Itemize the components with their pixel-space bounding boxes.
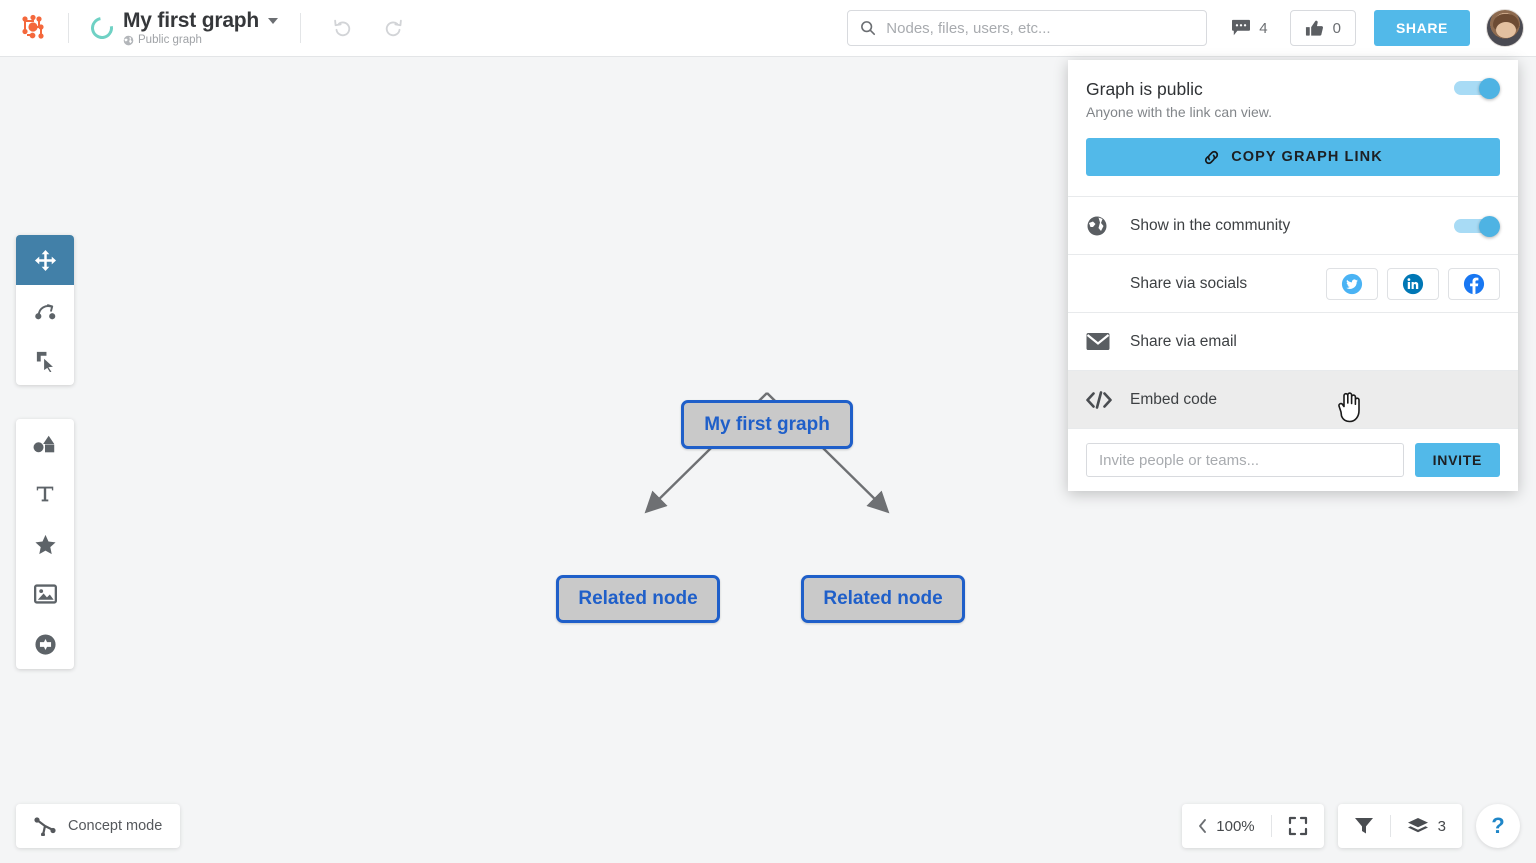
header-divider	[68, 13, 69, 43]
graph-title-block[interactable]: My first graph Public graph	[69, 9, 279, 46]
visibility-label: Public graph	[138, 34, 202, 46]
share-via-email-label: Share via email	[1130, 332, 1237, 350]
text-tool-button[interactable]	[16, 469, 74, 519]
comments-button[interactable]: 4	[1231, 19, 1268, 37]
image-icon	[33, 584, 57, 604]
share-public-section: Graph is public Anyone with the link can…	[1068, 60, 1518, 197]
copy-graph-link-button[interactable]: COPY GRAPH LINK	[1086, 138, 1500, 176]
redo-button[interactable]	[381, 15, 407, 41]
graph-node-left[interactable]: Related node	[556, 575, 720, 623]
node-label: Related node	[823, 588, 943, 609]
share-popup: Graph is public Anyone with the link can…	[1068, 60, 1518, 491]
layers-icon	[1407, 818, 1428, 833]
select-cursor-icon	[36, 351, 55, 372]
invite-row: INVITE	[1068, 429, 1518, 491]
graph-node-right[interactable]: Related node	[801, 575, 965, 623]
fit-to-screen-button[interactable]	[1272, 804, 1324, 848]
shapes-icon	[33, 435, 55, 453]
comment-icon	[1232, 19, 1251, 36]
image-tool-button[interactable]	[16, 569, 74, 619]
plus-circle-icon	[34, 633, 56, 655]
share-via-socials-label: Share via socials	[1130, 274, 1248, 292]
concept-node-icon	[34, 817, 56, 836]
show-in-community-row[interactable]: Show in the community	[1068, 197, 1518, 255]
undo-icon	[334, 19, 351, 37]
filter-funnel-icon	[1354, 818, 1373, 834]
shapes-tool-button[interactable]	[16, 419, 74, 469]
share-popup-subtitle: Anyone with the link can view.	[1086, 104, 1272, 120]
star-tool-button[interactable]	[16, 519, 74, 569]
embed-code-label: Embed code	[1130, 390, 1218, 408]
edge-connect-icon	[34, 303, 55, 319]
copy-graph-link-label: COPY GRAPH LINK	[1231, 149, 1383, 165]
header-divider-2	[300, 13, 302, 43]
thumbs-up-icon	[1305, 20, 1323, 36]
bottom-right-controls: 100% 3 ?	[1182, 804, 1520, 848]
top-header: My first graph Public graph	[0, 0, 1536, 57]
globe-icon	[1086, 215, 1120, 237]
chevron-down-icon[interactable]	[268, 18, 279, 24]
linkedin-share-button[interactable]	[1387, 267, 1439, 300]
share-via-socials-row: Share via socials	[1068, 255, 1518, 313]
concept-mode-button[interactable]: Concept mode	[16, 804, 181, 848]
search-box[interactable]	[847, 10, 1208, 46]
comments-count: 4	[1259, 19, 1268, 37]
avatar[interactable]	[1486, 9, 1524, 47]
linkedin-icon	[1402, 273, 1424, 294]
concept-mode-label: Concept mode	[68, 818, 163, 834]
filter-button[interactable]	[1338, 804, 1390, 848]
toolbar-elements	[16, 419, 74, 669]
graph-nodes-logo-icon	[22, 14, 44, 39]
twitter-share-button[interactable]	[1326, 267, 1378, 300]
share-via-email-row[interactable]: Share via email	[1068, 313, 1518, 371]
add-tool-button[interactable]	[16, 619, 74, 669]
star-icon	[34, 534, 56, 554]
public-toggle[interactable]	[1454, 78, 1500, 99]
page-title: My first graph	[123, 9, 260, 32]
app-logo[interactable]	[0, 14, 68, 42]
layers-button[interactable]: 3	[1391, 804, 1462, 848]
code-brackets-icon	[1086, 390, 1120, 409]
move-tool-button[interactable]	[16, 235, 74, 285]
select-tool-button[interactable]	[16, 335, 74, 385]
fit-screen-icon	[1288, 816, 1307, 836]
invite-button[interactable]: INVITE	[1414, 443, 1500, 477]
globe-icon	[123, 35, 134, 45]
redo-icon	[385, 19, 402, 37]
link-chain-icon	[1205, 150, 1219, 164]
twitter-icon	[1341, 273, 1363, 294]
share-popup-title: Graph is public	[1086, 79, 1203, 99]
zoom-level: 100%	[1216, 817, 1255, 835]
layers-count: 3	[1437, 817, 1446, 835]
embed-code-row[interactable]: Embed code	[1068, 371, 1518, 429]
show-in-community-label: Show in the community	[1130, 216, 1291, 234]
invite-input[interactable]	[1086, 443, 1404, 477]
loading-ring-icon	[86, 12, 118, 44]
facebook-share-button[interactable]	[1448, 267, 1500, 300]
node-label: Related node	[578, 588, 698, 609]
chevron-left-icon	[1199, 819, 1207, 833]
search-input[interactable]	[886, 19, 1195, 37]
view-controls: 3	[1337, 804, 1462, 848]
likes-button[interactable]: 0	[1289, 10, 1356, 46]
likes-count: 0	[1332, 19, 1341, 37]
graph-node-root[interactable]: My first graph	[681, 400, 853, 449]
envelope-icon	[1086, 332, 1120, 351]
zoom-controls: 100%	[1182, 804, 1324, 848]
zoom-level-button[interactable]: 100%	[1182, 804, 1270, 848]
node-label: My first graph	[704, 413, 830, 435]
undo-button[interactable]	[329, 15, 355, 41]
edge-tool-button[interactable]	[16, 285, 74, 335]
community-toggle[interactable]	[1454, 215, 1500, 237]
search-icon	[861, 21, 876, 36]
text-t-icon	[36, 486, 54, 502]
move-arrows-icon	[34, 249, 56, 271]
toolbar-navigation	[16, 235, 74, 385]
help-button[interactable]: ?	[1476, 804, 1520, 848]
facebook-icon	[1463, 273, 1485, 294]
share-button[interactable]: SHARE	[1373, 10, 1470, 46]
